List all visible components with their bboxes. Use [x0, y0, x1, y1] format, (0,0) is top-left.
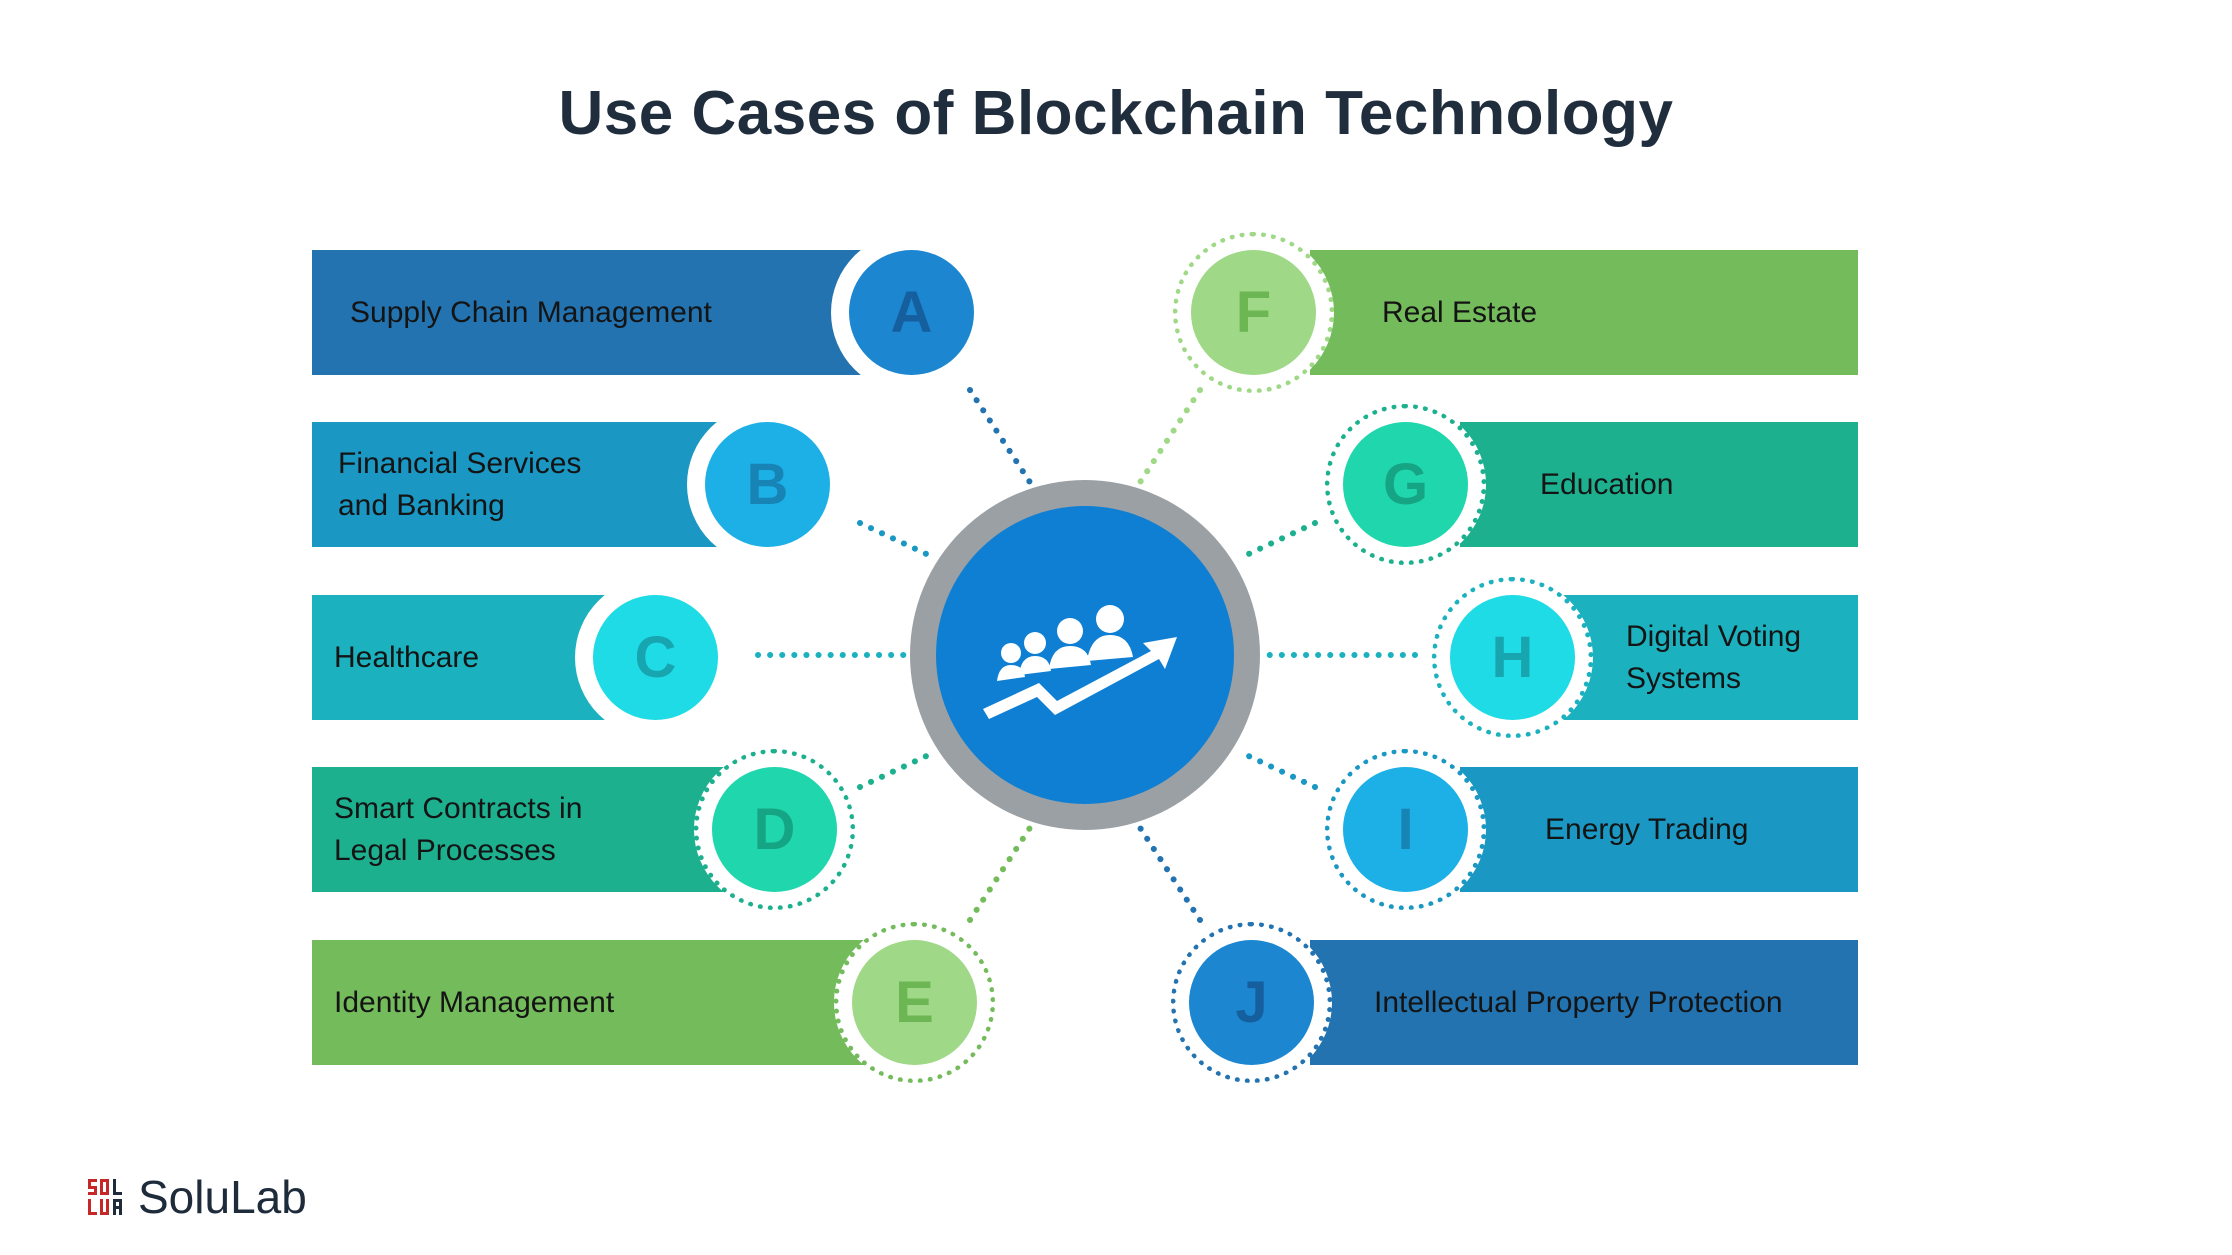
- use-case-bar-d: Smart Contracts in Legal Processes: [312, 767, 732, 892]
- use-case-bar-g: Education: [1460, 422, 1858, 547]
- connector-a: [967, 387, 1038, 493]
- use-case-label-a: Supply Chain Management: [350, 295, 712, 329]
- connector-e: [967, 817, 1038, 923]
- connector-b: [857, 520, 938, 561]
- use-case-bar-e: Identity Management: [312, 940, 872, 1065]
- solulab-logo-icon: [88, 1179, 122, 1215]
- use-case-label-g: Education: [1540, 467, 1674, 501]
- letter-node-i: I: [1343, 767, 1468, 892]
- connector-f: [1132, 387, 1203, 493]
- letter-node-f: F: [1191, 250, 1316, 375]
- letter-node-c: C: [593, 595, 718, 720]
- letter-node-a: A: [849, 250, 974, 375]
- use-case-label-f: Real Estate: [1382, 295, 1538, 329]
- use-case-label-j: Intellectual Property Protection: [1374, 985, 1783, 1019]
- use-case-bar-j: Intellectual Property Protection: [1310, 940, 1858, 1065]
- solulab-logo: SoluLab: [88, 1170, 307, 1224]
- letter-node-b: B: [705, 422, 830, 547]
- use-case-bar-i: Energy Trading: [1460, 767, 1858, 892]
- use-case-label-e: Identity Management: [334, 985, 615, 1019]
- use-case-label-b: Financial Services and Banking: [338, 446, 582, 522]
- connector-d: [857, 749, 938, 790]
- logo-text: SoluLab: [138, 1171, 307, 1223]
- letter-node-d: D: [712, 767, 837, 892]
- letter-node-e: E: [852, 940, 977, 1065]
- use-case-label-h: Digital Voting Systems: [1626, 619, 1802, 695]
- connector-g: [1237, 520, 1318, 561]
- use-case-label-c: Healthcare: [334, 640, 480, 674]
- business-team-growth-arrow-icon: [983, 605, 1177, 719]
- use-case-label-i: Energy Trading: [1545, 812, 1749, 846]
- use-case-label-d: Smart Contracts in Legal Processes: [334, 791, 583, 867]
- use-case-bar-f: Real Estate: [1310, 250, 1858, 375]
- letter-node-g: G: [1343, 422, 1468, 547]
- use-case-bar-h: Digital Voting Systems: [1560, 595, 1858, 720]
- connector-i: [1237, 749, 1318, 790]
- use-case-bar-b: Financial Services and Banking: [312, 422, 732, 547]
- use-case-bar-a: Supply Chain Management: [312, 250, 872, 375]
- letter-node-h: H: [1450, 595, 1575, 720]
- page-title: Use Cases of Blockchain Technology: [558, 79, 1674, 148]
- letter-node-j: J: [1189, 940, 1314, 1065]
- connector-j: [1132, 817, 1203, 923]
- use-case-bar-c: Healthcare: [312, 595, 622, 720]
